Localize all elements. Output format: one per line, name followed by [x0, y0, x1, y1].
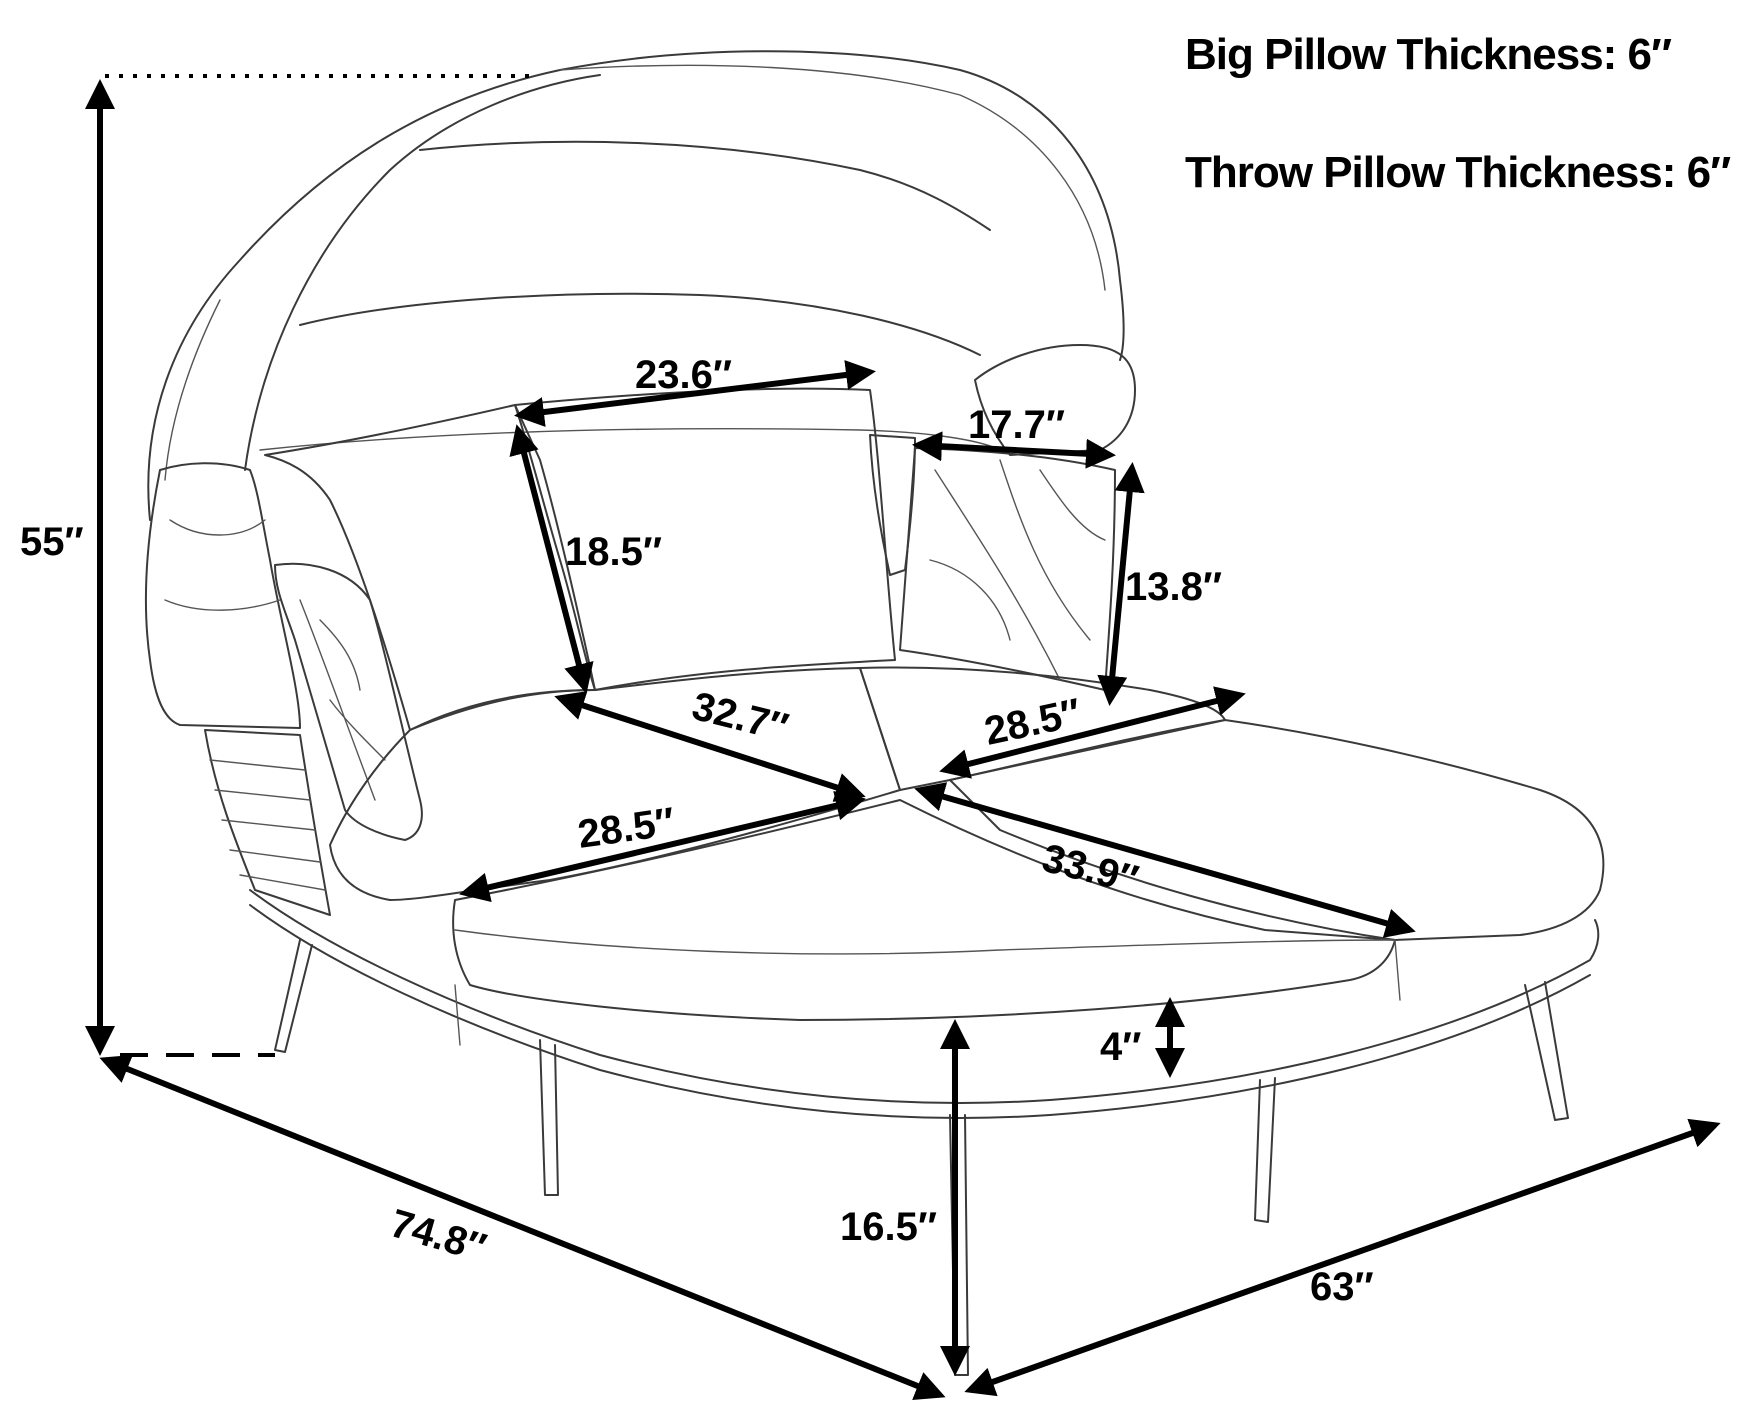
legs — [274, 939, 1569, 1376]
dimension-labels: 55″ 74.8″ 63″ 16.5″ 4″ 23.6″ 18.5″ 17.7″… — [20, 353, 1374, 1309]
back-cushion-width-label: 32.7″ — [688, 684, 793, 750]
back-cushion-depth-label: 28.5″ — [981, 691, 1085, 754]
wicker-left-side — [204, 729, 331, 916]
big-pillow-width-label: 23.6″ — [635, 353, 732, 397]
back-cushion-width-arrow — [554, 691, 866, 802]
canopy-ridge-2 — [419, 140, 991, 231]
front-right-cushion-label: 33.9″ — [1038, 836, 1143, 902]
guides — [105, 74, 530, 1057]
leg-back-right — [1524, 981, 1569, 1121]
back-pad — [259, 428, 1001, 451]
dimension-arrows — [85, 79, 1721, 1400]
throw-pillow-right — [899, 447, 1116, 691]
big-pillow — [264, 404, 596, 731]
throw-pillow-height-label: 13.8″ — [1125, 565, 1222, 609]
big-pillow-note: Big Pillow Thickness: 6″ — [1185, 30, 1672, 79]
big-pillow-width-arrow — [514, 360, 876, 427]
back-cushion-depth-arrow — [939, 686, 1246, 779]
seat-height-label: 16.5″ — [840, 1205, 937, 1249]
front-left-cushion-arrow — [459, 790, 866, 903]
leg-front-right — [1254, 1077, 1276, 1223]
throw-pillow-width-arrow — [912, 431, 1116, 469]
leg-back-left — [274, 939, 313, 1053]
big-pillow-height-label: 18.5″ — [565, 530, 662, 574]
canopy-ridge-1 — [244, 74, 601, 471]
canopy-outline — [147, 50, 1125, 521]
front-right-cushion-arrow — [914, 782, 1416, 938]
throw-pillow-height-arrow — [1097, 462, 1145, 706]
throw-pillow-left — [274, 562, 423, 841]
cushion-thickness-label: 4″ — [1100, 1025, 1141, 1069]
leg-front-left — [539, 1039, 559, 1196]
length-arrow — [99, 1055, 946, 1400]
left-canopy-flap — [144, 462, 301, 729]
front-right-seat-cushion — [949, 719, 1605, 941]
height-label: 55″ — [20, 520, 84, 564]
width-arrow — [964, 1118, 1721, 1397]
canopy-ridge-4 — [559, 64, 1106, 291]
throw-pillow-width-label: 17.7″ — [968, 403, 1065, 447]
throw-pillow-note: Throw Pillow Thickness: 6″ — [1185, 148, 1731, 197]
big-pillow-height-arrow — [509, 424, 594, 694]
daybed-sketch — [144, 50, 1605, 1376]
canopy-ridge-3 — [299, 292, 981, 356]
canopy-edge — [164, 299, 221, 481]
width-label: 63″ — [1310, 1265, 1374, 1309]
